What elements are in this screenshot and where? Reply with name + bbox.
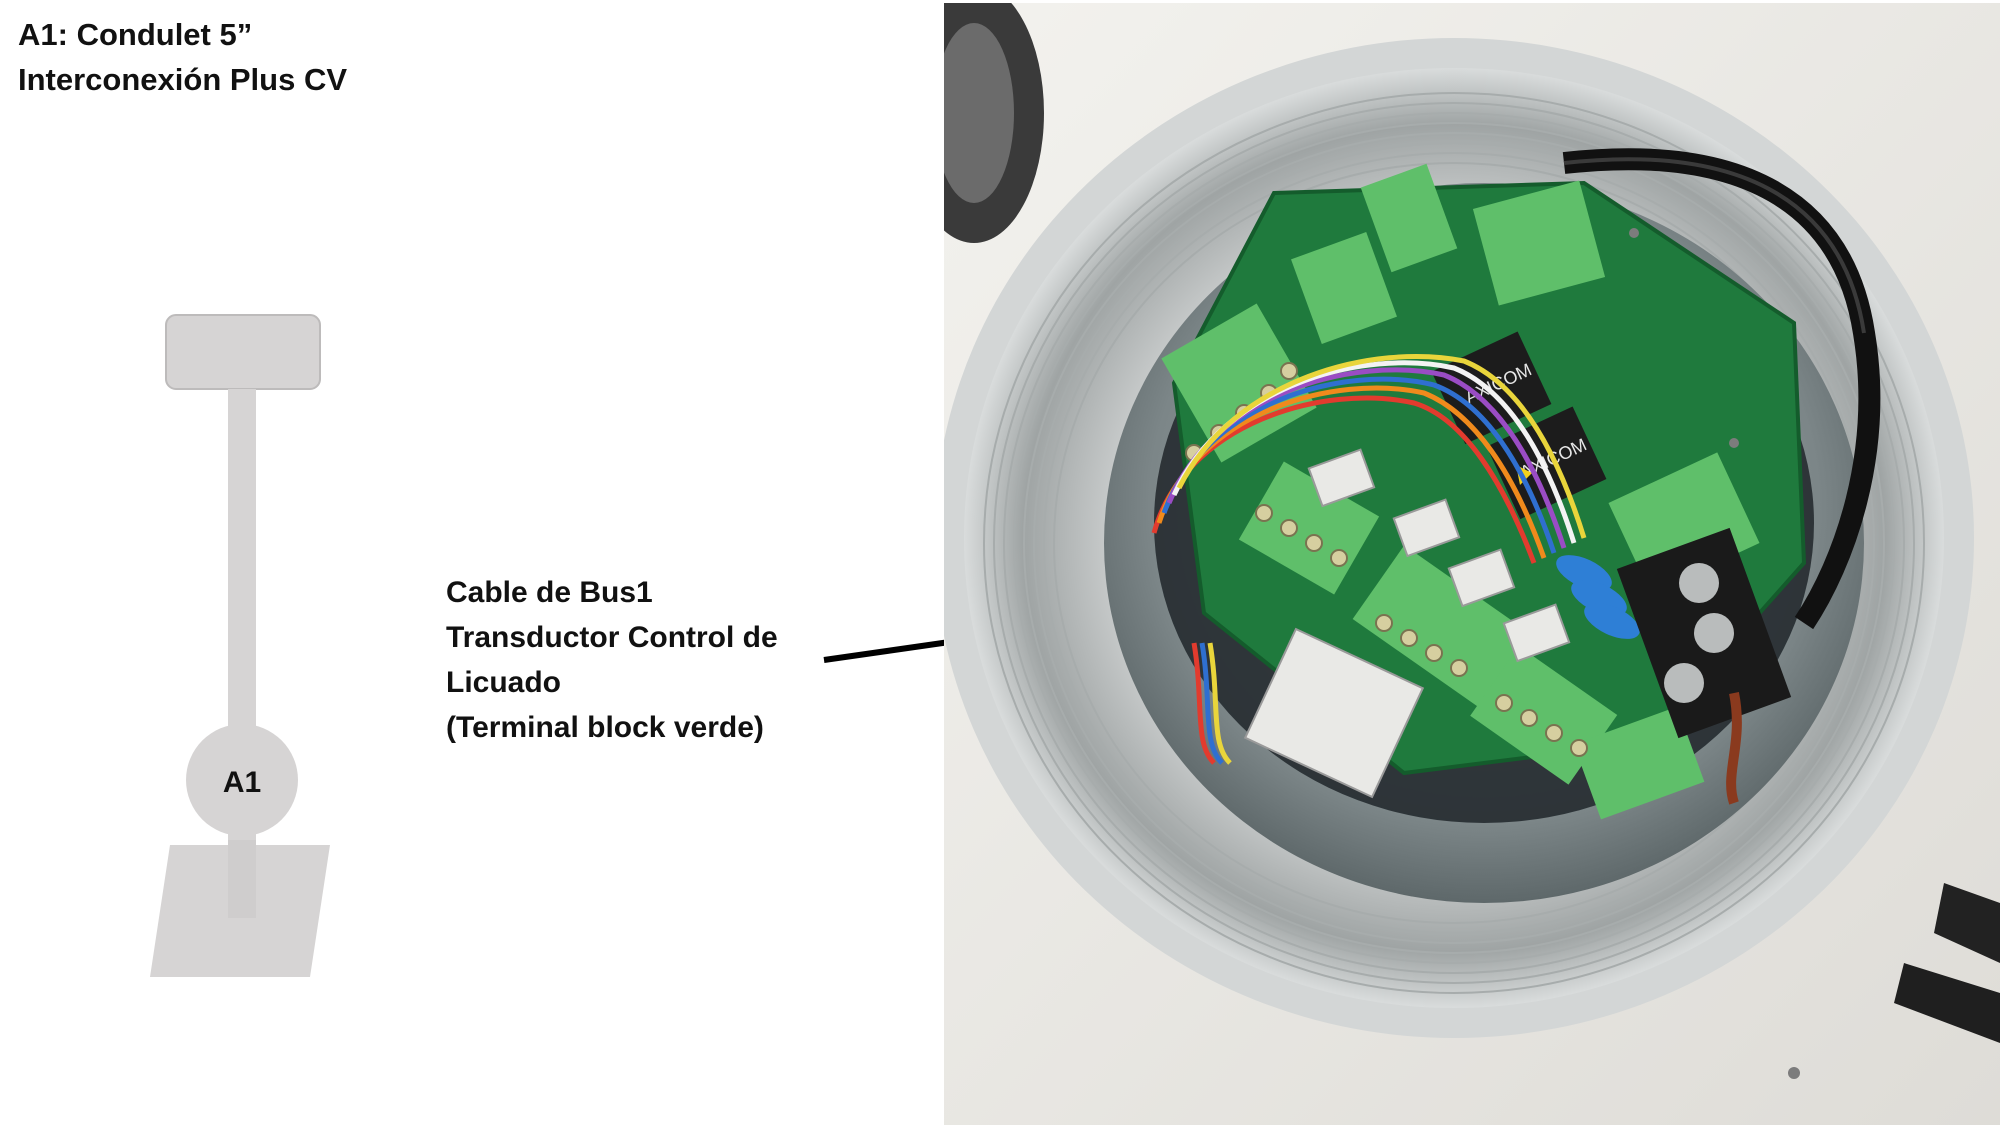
- page-title: A1: Condulet 5” Interconexión Plus CV: [18, 12, 347, 102]
- diagram-base-post: [228, 840, 256, 918]
- callout-line-4: (Terminal block verde): [446, 711, 764, 744]
- callout-line-2: Transductor Control de: [446, 621, 778, 654]
- diagram-node-label: A1: [223, 766, 261, 799]
- title-line-1: A1: Condulet 5”: [18, 17, 253, 52]
- terminal-screws: [1185, 362, 1588, 757]
- title-line-2: Interconexión Plus CV: [18, 62, 348, 97]
- blue-capacitors: [1556, 555, 1640, 639]
- housing-threads: [983, 92, 1925, 994]
- callout-line-1: Cable de Bus1: [446, 576, 653, 609]
- mounting-screws: [1629, 228, 1800, 1079]
- callout-line-3: Licuado: [446, 666, 562, 699]
- power-terminals: [1616, 527, 1792, 805]
- diagram-node: [186, 724, 298, 836]
- diagram-top-box: [165, 314, 321, 390]
- diagram-stem: [228, 389, 256, 919]
- junction-box-photo: AXICOM AXICOM: [944, 3, 2000, 1125]
- wire-bundle: [1151, 354, 1587, 765]
- condulet-diagram: A1: [150, 314, 330, 977]
- white-connectors: [1243, 448, 1571, 799]
- callout-text: Cable de Bus1 Transductor Control de Lic…: [446, 570, 778, 750]
